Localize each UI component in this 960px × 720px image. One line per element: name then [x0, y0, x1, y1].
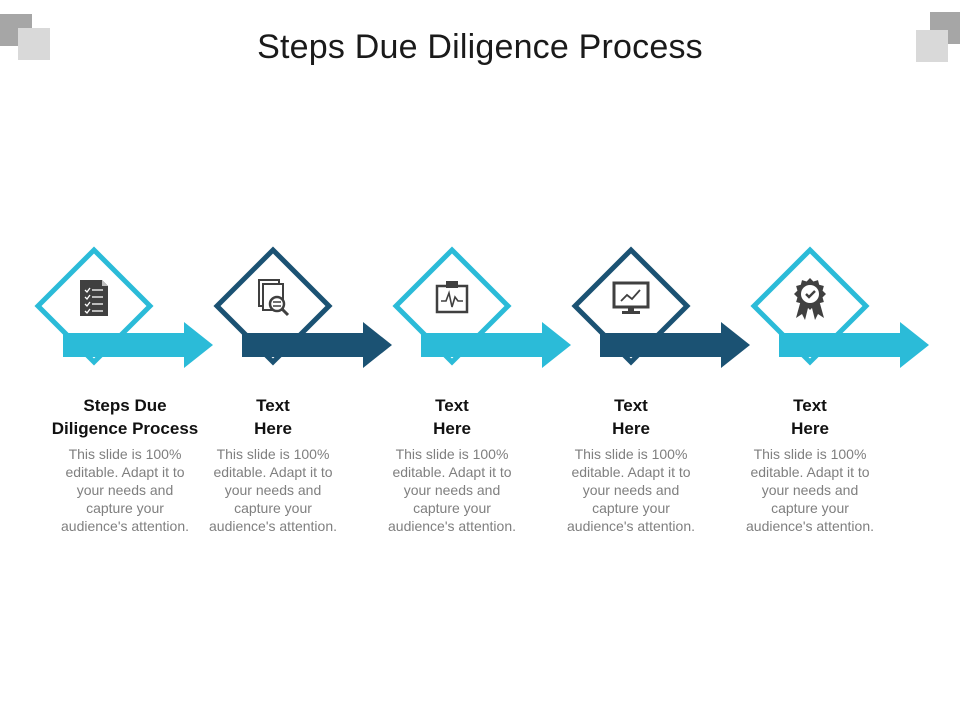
step-arrow [600, 322, 750, 368]
corner-decoration-left [0, 0, 60, 70]
step-description: This slide is 100% editable. Adapt it to… [388, 446, 516, 534]
process-step-3 [392, 246, 571, 368]
checklist-document-icon [80, 280, 108, 316]
process-step-5 [750, 246, 929, 368]
step-description: This slide is 100% editable. Adapt it to… [209, 446, 337, 534]
step-heading: Steps Due Diligence Process [51, 396, 199, 438]
page-title: Steps Due Diligence Process [257, 28, 703, 66]
step-description: This slide is 100% editable. Adapt it to… [61, 446, 189, 534]
step-description: This slide is 100% editable. Adapt it to… [746, 446, 874, 534]
step-arrow [63, 322, 213, 368]
step-heading: Text Here [433, 396, 471, 438]
clipboard-pulse-icon [435, 281, 469, 314]
step-arrow [421, 322, 571, 368]
monitor-chart-icon [612, 281, 650, 314]
process-step-1 [34, 246, 213, 368]
document-search-icon [258, 279, 290, 317]
step-description: This slide is 100% editable. Adapt it to… [567, 446, 695, 534]
step-heading: Text Here [791, 396, 829, 438]
process-step-2 [213, 246, 392, 368]
corner-decoration-right [910, 0, 960, 70]
step-heading: Text Here [612, 396, 650, 438]
award-badge-icon [794, 278, 826, 320]
step-heading: Text Here [254, 396, 292, 438]
step-arrow [242, 322, 392, 368]
step-arrow [779, 322, 929, 368]
process-step-4 [571, 246, 750, 368]
